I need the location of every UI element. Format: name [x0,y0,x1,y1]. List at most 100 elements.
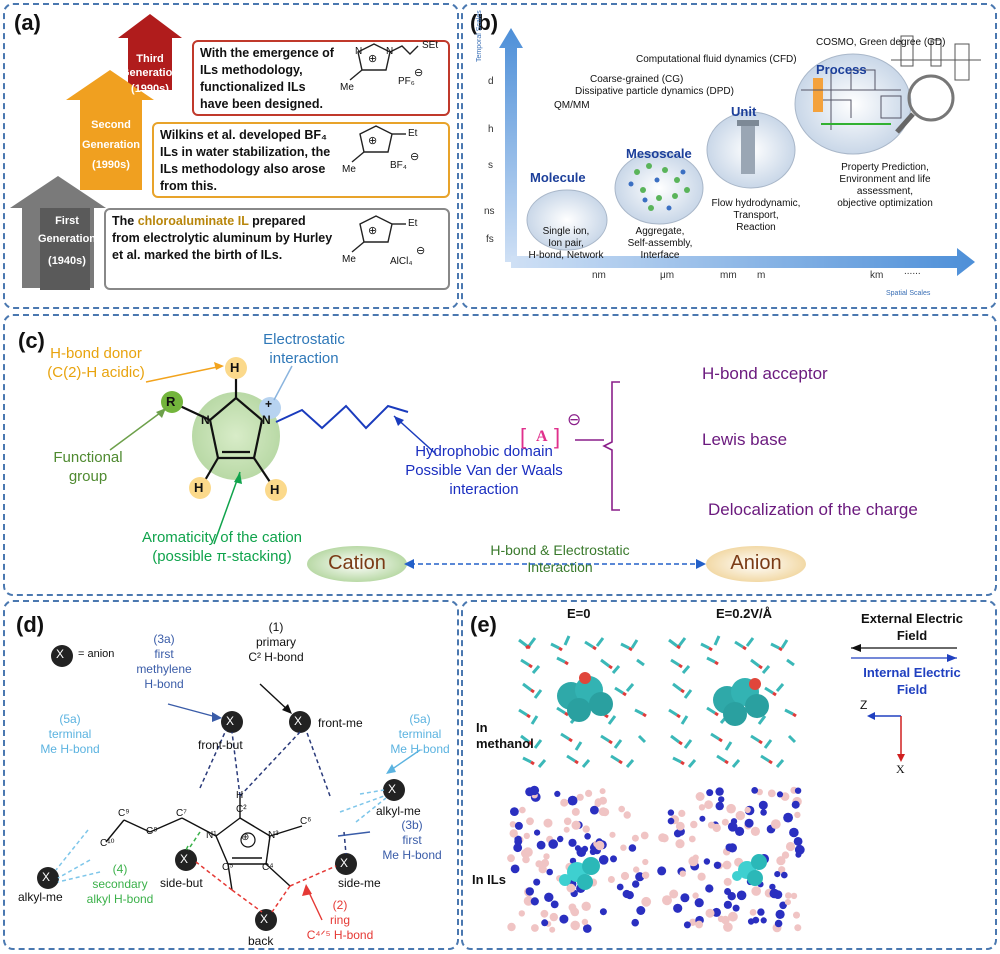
n-atom-label: N [355,46,363,57]
il-ion [618,805,625,813]
il-ion [712,823,721,833]
il-ion [633,866,640,873]
il-ion [678,809,686,817]
il-ion [581,918,589,926]
mesoscale-desc: Aggregate,Self-assembly,Interface [627,226,693,261]
il-ion [790,892,798,900]
il-ion [582,825,590,833]
anion-label: Anion [730,552,782,574]
il-ion [623,811,631,819]
minus-charge-label-3: ⊖ [414,67,424,79]
il-ion [523,832,530,840]
il-ion [658,833,667,842]
il-ion [778,866,786,874]
il-ion [536,840,546,850]
il-ion [657,866,667,876]
il-ion [518,910,525,917]
il-ion [793,837,803,846]
anion-x-front-but: X [226,714,235,728]
plus-charge-label-1: ⊕ [368,225,378,237]
multiscale-graphic [499,28,981,276]
il-ion [713,861,722,869]
il-ion [706,789,714,797]
il-ion [521,849,530,858]
il-ion [728,911,738,922]
il-ion [533,878,541,886]
il-ion [607,876,615,883]
first-gen-label: First Generation (1940s) [37,215,97,267]
time-tick-d: d [488,76,494,87]
il-ion [620,871,630,881]
il-ion [598,855,609,865]
cation-label: Cation [328,552,386,574]
first-gen-box: The chloroaluminate IL prepared from ele… [104,208,450,290]
aromaticity-label: Aromaticity of the cation(possible π-sta… [141,529,303,565]
il-ion [584,833,591,840]
method-cosmo: COSMO, Green degree (GD) [816,37,946,48]
time-tick-h: h [488,124,494,135]
anion-pos-back: back [248,934,274,948]
il-ion [723,922,733,932]
il-ion [526,817,534,826]
panel-d [3,600,459,950]
il-ion [583,924,592,933]
il-ion [570,907,578,915]
row-ils-label: In ILs [472,872,506,887]
atom-c7: C⁷ [176,808,187,819]
il-ion [548,839,558,849]
second-gen-label: Second Generation (1990s) [81,119,141,171]
panel-e [461,600,997,950]
space-tick-km: km [870,270,884,281]
il-ion [715,787,724,796]
il-ion [570,920,580,931]
il-ion [599,788,606,795]
il-ion [680,893,690,903]
il-ion [636,906,646,915]
il-ion [760,917,767,924]
axis-x-label: X [896,762,905,776]
method-cfd: Computational fluid dynamics (CFD) [636,54,797,65]
il-ion [609,831,616,838]
il-solute-1 [559,857,600,890]
il-ion [779,901,787,910]
il-ion [625,891,634,900]
methyl-label-1: Me [342,254,356,265]
anion-pos-side-but: side-but [160,876,203,890]
il-ion [694,898,704,908]
il-ion [774,871,781,878]
il-ion [513,843,523,853]
il-ion [540,909,549,918]
imidazolium-structures-a [349,43,419,253]
anion-label-1: AlCl₄ [390,256,413,267]
il-ion [599,908,607,916]
il-ion [789,827,799,838]
panel-a [3,3,459,309]
il-ion [774,919,783,928]
time-tick-s: s [488,160,493,171]
il-ion [698,804,706,811]
delocalization-label: Delocalization of the charge [708,500,918,519]
atom-h-right: H [270,482,280,497]
atom-h-top: H [230,360,240,375]
il-ion [795,851,802,858]
il-ion [628,844,637,852]
molecule-desc: Single ion,Ion pair,H-bond, Network [528,226,604,261]
il-ion [703,858,711,865]
process-desc: Property Prediction,Environment and life… [837,162,933,209]
legend-anion-text: = anion [78,648,115,660]
il-ion [749,909,757,916]
anion-symbol: A [536,428,548,445]
anion-x-front-me: X [294,714,303,728]
il-ion [732,904,740,912]
third-gen-label: Third Generation (1990s) [120,53,180,95]
il-ion [534,829,541,836]
e-field-zero: E=0 [567,606,591,621]
il-ion [723,900,732,909]
space-tick-um: μm [660,270,675,281]
il-ion [776,856,786,866]
il-ion [769,888,780,899]
il-ion [571,807,580,816]
